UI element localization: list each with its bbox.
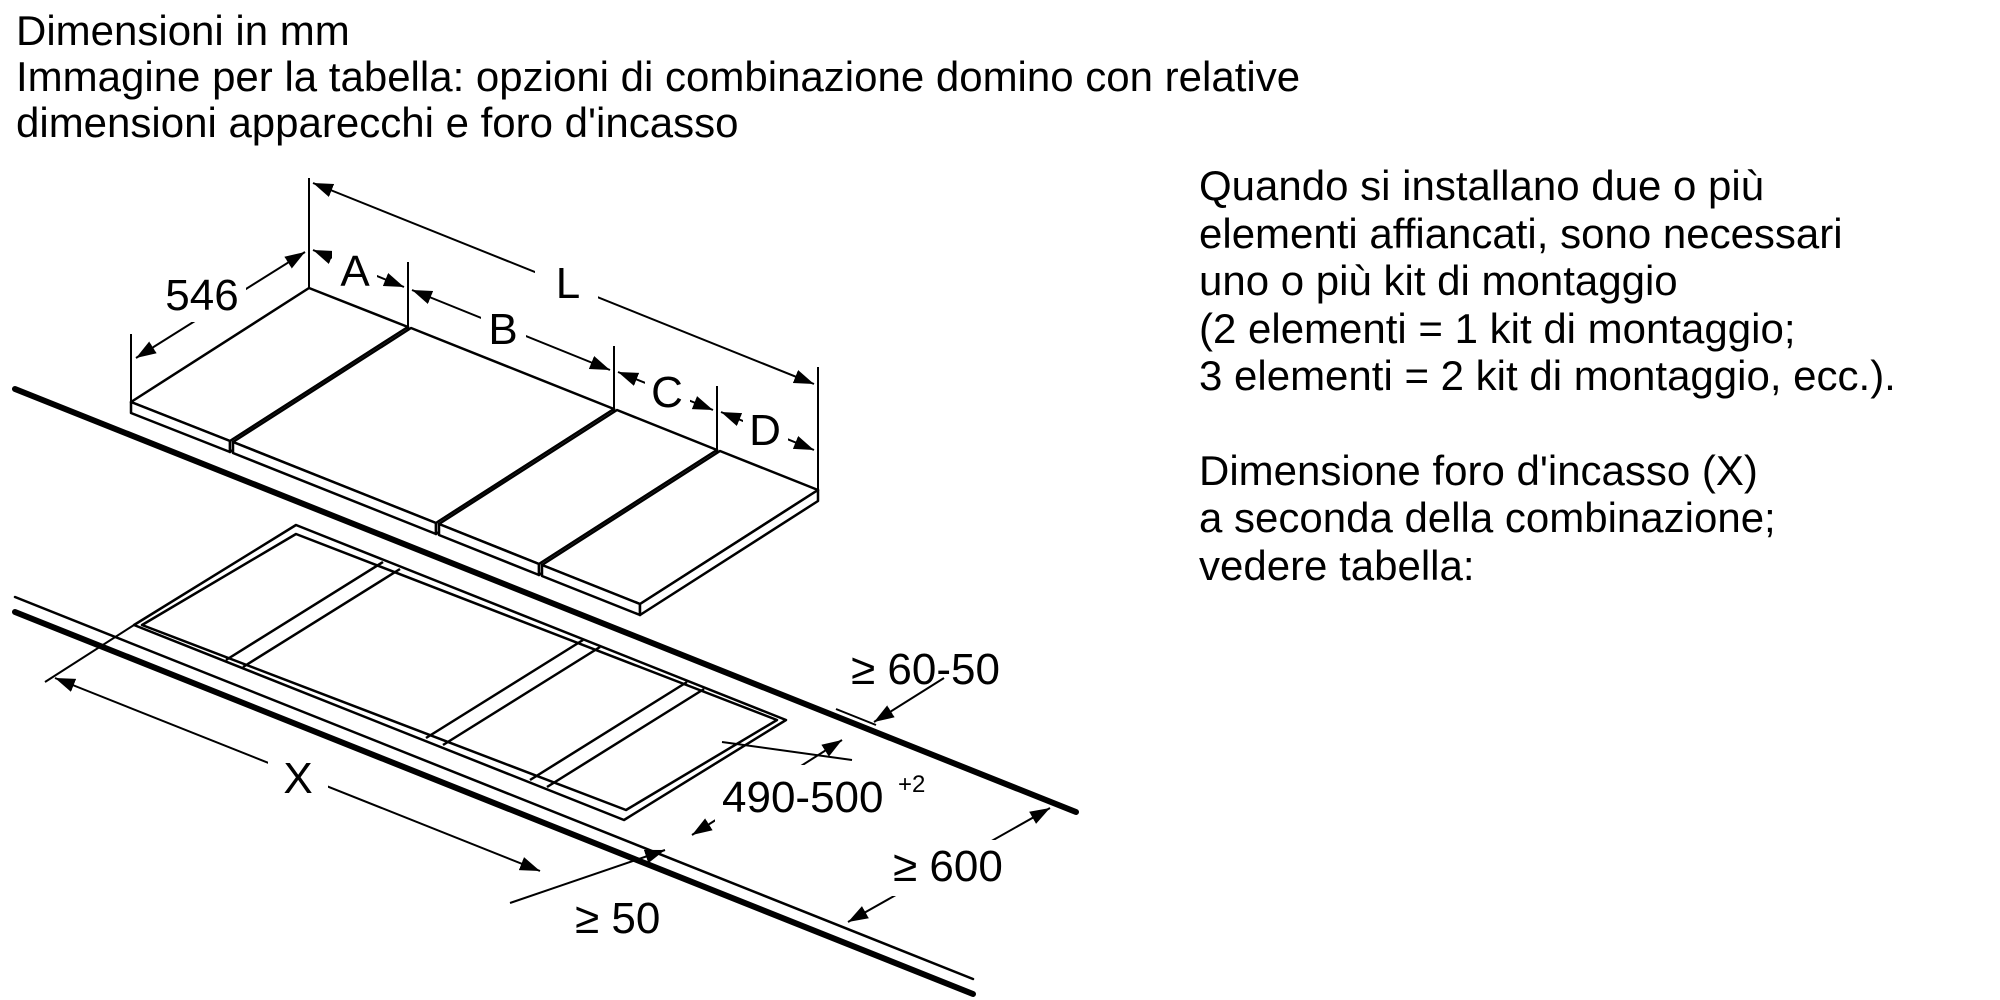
installation-note: Quando si installano due o più elementi … <box>1199 162 1896 589</box>
dim-label-d: D <box>749 406 781 455</box>
dim-label-depth: 546 <box>165 271 238 320</box>
cutout-dimensions <box>44 624 1051 923</box>
dim-label-x: X <box>283 754 312 803</box>
dim-label-cutout-depth: 490-500 <box>722 773 883 822</box>
dim-label-front-clearance: ≥ 50 <box>575 894 660 943</box>
kit-note-line: Quando si installano due o più <box>1199 162 1765 209</box>
units-label: Dimensioni in mm <box>16 7 350 54</box>
dim-label-cutout-tolerance: +2 <box>898 771 925 798</box>
cutout-note-line: a seconda della combinazione; <box>1199 494 1776 541</box>
dim-label-rear-clearance: ≥ 60-50 <box>851 645 1000 694</box>
kit-note-line: 3 elementi = 2 kit di montaggio, ecc.). <box>1199 352 1896 399</box>
cutout-note-line: Dimensione foro d'incasso (X) <box>1199 446 1758 494</box>
module-dimensions <box>130 178 819 490</box>
kit-note-line: uno o più kit di montaggio <box>1199 257 1678 304</box>
kit-note-line: elementi affiancati, sono necessari <box>1199 209 1843 257</box>
kit-note-line: (2 elementi = 1 kit di montaggio; <box>1199 304 1796 352</box>
caption-line-1: Immagine per la tabella: opzioni di comb… <box>16 53 1301 100</box>
dim-label-c: C <box>651 368 683 417</box>
header: Dimensioni in mm Immagine per la tabella… <box>16 8 1300 146</box>
cutout-note-line: vedere tabella: <box>1199 541 1475 589</box>
caption-line-2: dimensioni apparecchi e foro d'incasso <box>16 99 739 146</box>
dim-label-a: A <box>340 247 370 296</box>
dim-label-worktop-depth: ≥ 600 <box>893 842 1003 891</box>
hob-modules <box>129 286 820 617</box>
hob-module-d <box>540 449 820 617</box>
dim-label-l: L <box>556 259 580 308</box>
dim-label-b: B <box>488 305 517 354</box>
worktop-back-edge <box>12 386 1079 815</box>
